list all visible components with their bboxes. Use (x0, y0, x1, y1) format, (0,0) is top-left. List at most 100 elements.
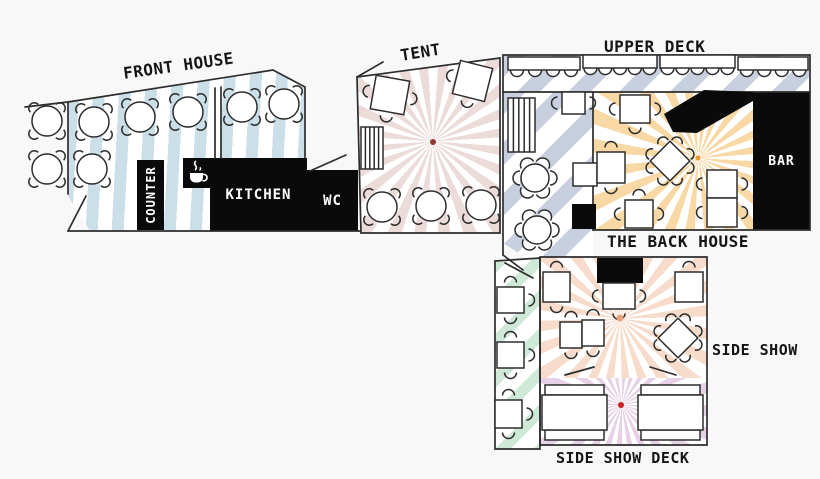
chair (586, 308, 600, 316)
chair (292, 85, 303, 96)
round-table (76, 153, 108, 185)
chair (55, 150, 66, 161)
chair (627, 67, 643, 76)
chair (460, 100, 474, 109)
chair (250, 115, 261, 126)
chair (591, 289, 599, 303)
round-table (124, 101, 156, 133)
chair (390, 188, 401, 199)
service-block (597, 258, 643, 283)
chair (148, 125, 159, 136)
chair (657, 177, 669, 186)
chair (512, 170, 521, 186)
chair (632, 188, 646, 196)
diamond-table (657, 317, 699, 359)
chair (551, 222, 560, 238)
chair (169, 93, 180, 104)
round-table (268, 88, 300, 120)
round-table (520, 163, 550, 193)
bar-block: BAR (753, 92, 810, 230)
chair (653, 325, 662, 337)
chair (102, 103, 113, 114)
back-house-label: THE BACK HOUSE (607, 232, 749, 251)
wall (67, 195, 87, 232)
chair (657, 207, 665, 221)
chair (639, 289, 647, 303)
kitchen-label: KITCHEN (225, 186, 292, 203)
chair (503, 275, 518, 283)
wall (649, 366, 677, 376)
chair (503, 372, 518, 380)
round-table (415, 190, 447, 222)
chair (527, 69, 543, 78)
wall (539, 256, 708, 446)
side-show-label: SIDE SHOW (712, 341, 798, 359)
chair (694, 339, 703, 351)
chair (739, 69, 755, 78)
chair (653, 339, 662, 351)
wall (67, 69, 306, 159)
chair (100, 177, 111, 188)
chair (521, 239, 537, 251)
chair (604, 187, 618, 195)
chair (792, 69, 807, 78)
square-table (581, 319, 605, 347)
round-table (31, 105, 63, 137)
chair (695, 177, 703, 191)
chair (363, 188, 374, 199)
chair (774, 69, 790, 78)
wall (356, 76, 362, 234)
chair (250, 88, 261, 99)
chair (521, 209, 537, 221)
round-table (465, 189, 497, 221)
chair (675, 67, 690, 76)
chair (362, 84, 370, 98)
chair (690, 67, 705, 76)
chair (121, 98, 132, 109)
chair (196, 120, 207, 131)
chair (535, 187, 551, 199)
chair (379, 115, 393, 123)
chair (528, 348, 536, 362)
service-block (572, 204, 596, 229)
chair (654, 102, 662, 116)
chair (102, 130, 113, 141)
chair (657, 136, 669, 145)
chair (265, 85, 276, 96)
diamond-table (649, 140, 691, 182)
chair (586, 350, 600, 358)
square-table (561, 91, 586, 115)
chair (613, 207, 621, 221)
deck-table (737, 56, 809, 71)
chair (519, 187, 535, 199)
coffee-station-block (183, 158, 210, 188)
chair (223, 88, 234, 99)
bench (640, 384, 701, 396)
chair (503, 317, 518, 325)
chair (545, 69, 561, 78)
deck-table (582, 54, 658, 69)
chair (660, 67, 675, 76)
chair (501, 388, 516, 396)
chair (604, 140, 618, 148)
chair (509, 69, 525, 78)
chair (679, 313, 691, 322)
chair (363, 215, 374, 226)
chair (549, 260, 564, 268)
chair (196, 93, 207, 104)
chair (589, 96, 597, 110)
deck-table (507, 56, 581, 71)
chair (537, 239, 553, 251)
chair (519, 157, 535, 169)
wall (502, 254, 524, 271)
chair (686, 162, 695, 174)
square-table (674, 271, 704, 303)
stairs-steps (512, 98, 531, 152)
chair (462, 186, 473, 197)
square-table (596, 151, 626, 184)
chair (489, 213, 500, 224)
chair (608, 102, 616, 116)
square-table (451, 59, 494, 103)
